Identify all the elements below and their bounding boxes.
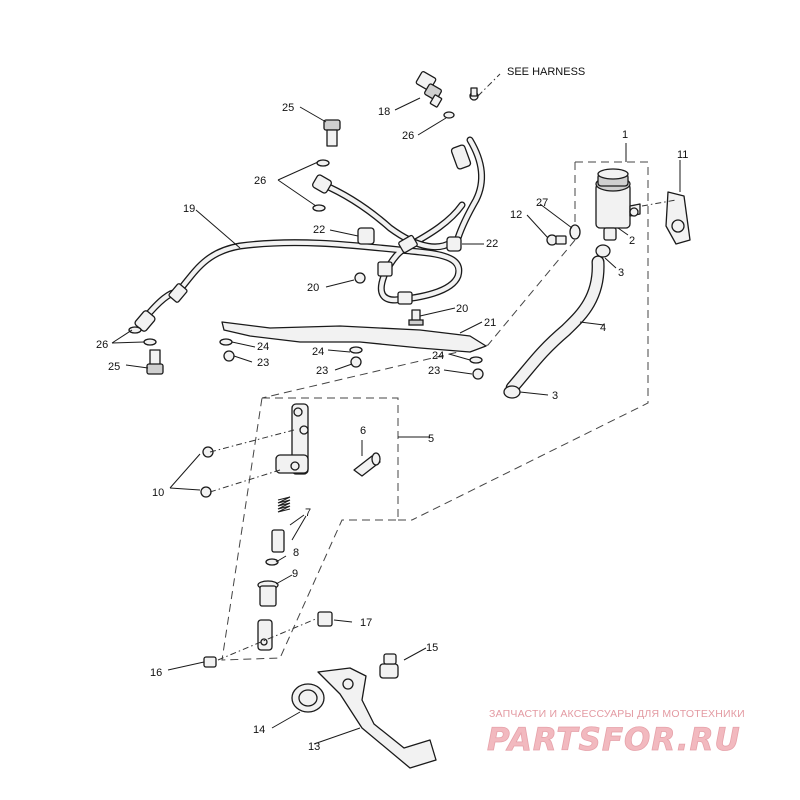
clip-3-upper (595, 244, 611, 258)
bolt-20-right (408, 309, 424, 326)
label-17: 17 (360, 617, 372, 629)
heat-shield-21 (221, 321, 487, 353)
pivot-bolt-15 (379, 653, 399, 679)
bolt-20-left (354, 272, 366, 284)
label-25-upper: 25 (282, 102, 294, 114)
watermark-caption: ЗАПЧАСТИ И АКСЕССУАРЫ ДЛЯ МОТОТЕХНИКИ (489, 708, 745, 720)
watermark: ЗАПЧАСТИ И АКСЕССУАРЫ ДЛЯ МОТОТЕХНИКИ PA… (487, 708, 745, 758)
label-9: 9 (292, 568, 298, 580)
label-4: 4 (600, 322, 606, 334)
callout-labels: 1 2 3 4 5 6 7 8 9 10 11 12 13 14 15 16 1… (96, 66, 688, 753)
label-6: 6 (360, 425, 366, 437)
brake-pedal-13 (317, 667, 437, 769)
label-7: 7 (305, 507, 311, 519)
fitting-6 (353, 452, 381, 477)
banjo-bolt-25-upper (323, 119, 341, 147)
label-27: 27 (536, 197, 548, 209)
label-24-left: 24 (257, 341, 269, 353)
label-14: 14 (253, 724, 265, 736)
label-22-right: 22 (486, 238, 498, 250)
label-26-upper: 26 (402, 130, 414, 142)
fluid-reservoir (595, 168, 641, 241)
label-13: 13 (308, 741, 320, 753)
brake-hoses (141, 136, 605, 395)
label-22-left: 22 (313, 224, 325, 236)
clamp-22-right (446, 236, 462, 252)
label-5: 5 (428, 433, 434, 445)
label-15: 15 (426, 642, 438, 654)
label-19: 19 (183, 203, 195, 215)
label-23-mid: 23 (316, 365, 328, 377)
label-3-upper: 3 (618, 267, 624, 279)
label-25-lower: 25 (108, 361, 120, 373)
label-10: 10 (152, 487, 164, 499)
master-cylinder-body (275, 403, 309, 475)
label-1: 1 (622, 129, 628, 141)
reservoir-bracket-11 (665, 191, 691, 245)
label-18: 18 (378, 106, 390, 118)
label-20-right: 20 (456, 303, 468, 315)
label-24-right: 24 (432, 350, 444, 362)
label-23-left: 23 (257, 357, 269, 369)
see-harness-note: SEE HARNESS (507, 66, 585, 78)
reservoir-bolt-12 (546, 234, 567, 246)
leader-lines (111, 73, 681, 745)
clamp-22-left (357, 227, 375, 245)
spring-7 (271, 496, 291, 553)
spring-14 (291, 683, 325, 713)
label-3-lower: 3 (552, 390, 558, 402)
label-20-left: 20 (307, 282, 319, 294)
banjo-bolt-25-lower (146, 349, 164, 375)
assembly-outlines (221, 161, 649, 661)
piston-9 (257, 580, 279, 651)
hose-fittings (134, 144, 472, 332)
watermark-logo: PARTSFOR.RU (487, 722, 741, 758)
nut-17 (317, 611, 333, 627)
washers-24 (219, 338, 483, 364)
label-21: 21 (484, 317, 496, 329)
harness-screw (469, 87, 479, 101)
cap-16 (203, 656, 217, 668)
seal-8 (265, 558, 279, 566)
washers-26 (128, 111, 455, 346)
label-16: 16 (150, 667, 162, 679)
label-26-mid: 26 (254, 175, 266, 187)
clip-3-lower (503, 385, 521, 399)
label-24-mid: 24 (312, 346, 324, 358)
label-11: 11 (677, 149, 688, 161)
grommet-27 (569, 224, 581, 240)
label-26-lower: 26 (96, 339, 108, 351)
label-2: 2 (629, 235, 635, 247)
pressure-switch-18 (415, 71, 443, 108)
bolts-10 (200, 446, 214, 498)
label-23-right: 23 (428, 365, 440, 377)
label-8: 8 (293, 547, 299, 559)
label-12: 12 (510, 209, 522, 221)
